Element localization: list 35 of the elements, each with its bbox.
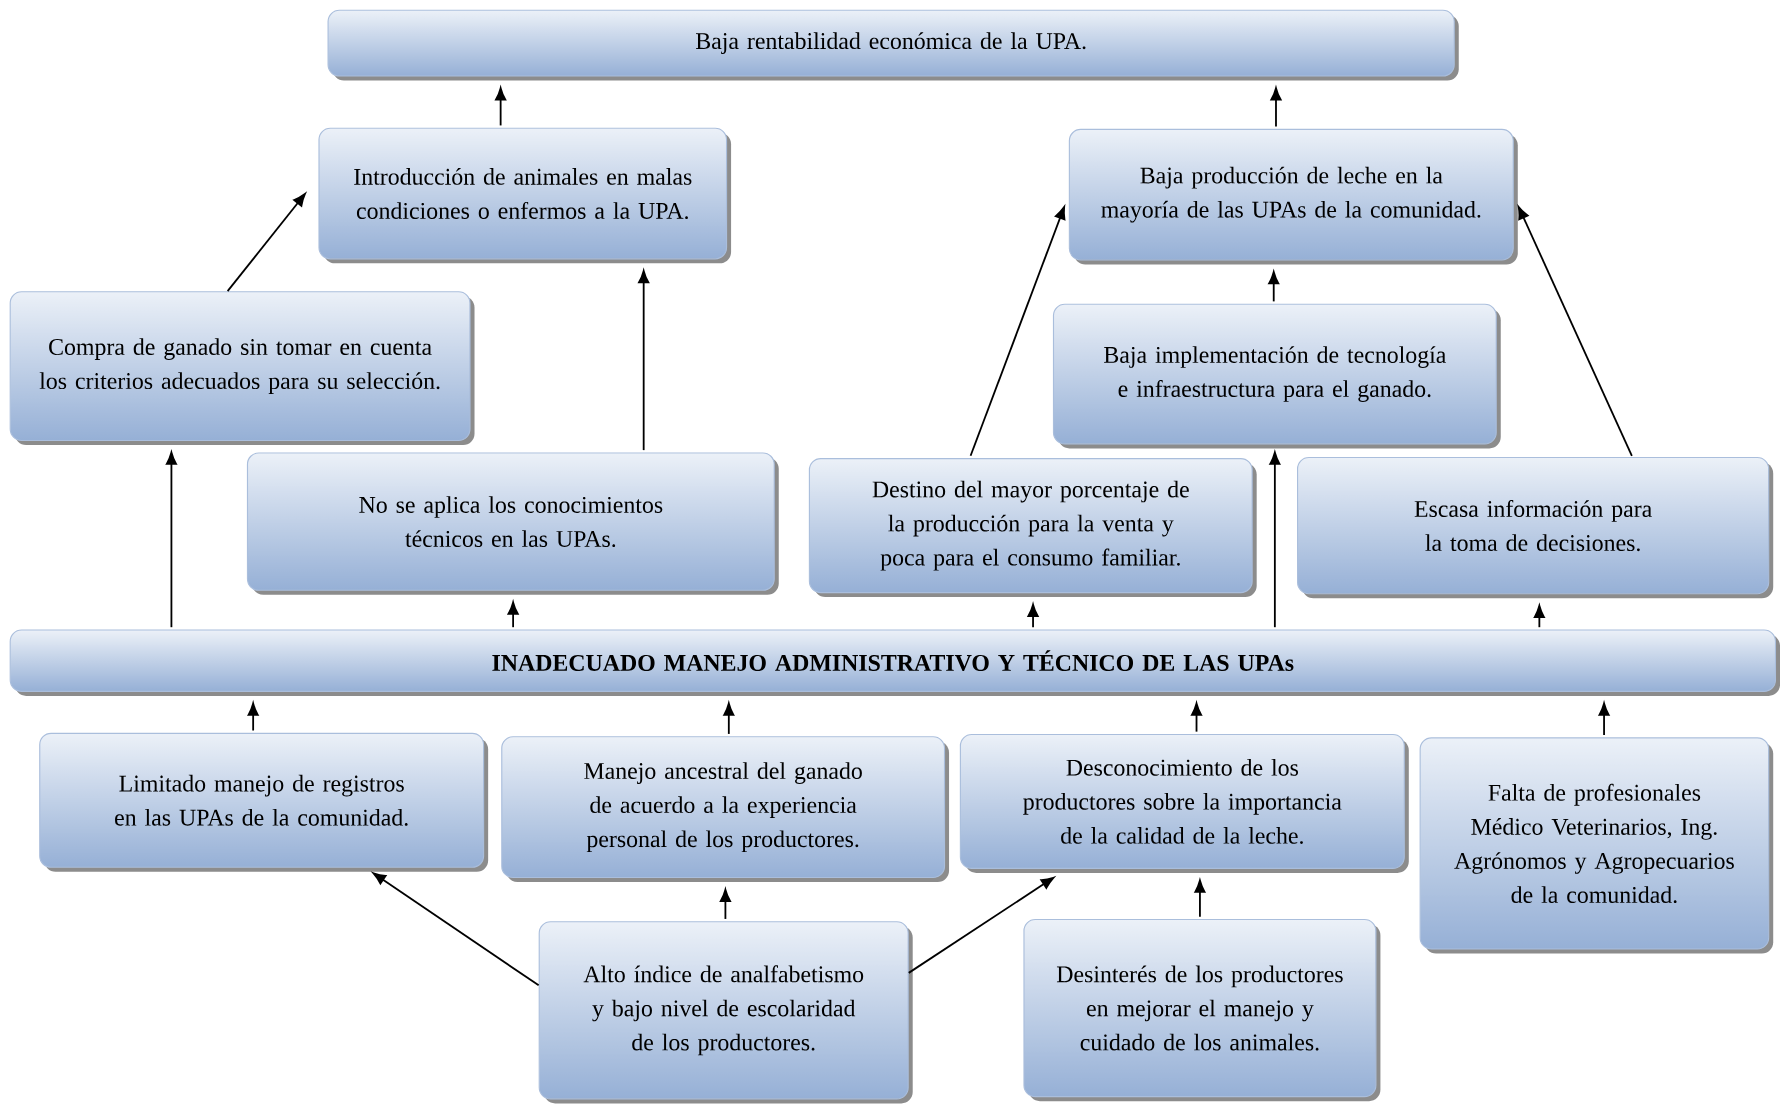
arrow [1533,605,1545,629]
process-box: Falta de profesionales Médico Veterinarios, Ing. Agrónomos y Agropecuarios de la comunidad. [1419,737,1774,954]
arrow [719,888,731,921]
arrow [1269,451,1281,629]
process-box: Baja implementación de tecnología e infraestructura para el ganado. [1052,303,1501,449]
arrow [495,87,507,127]
arrow [907,877,1055,974]
arrow [1194,879,1206,918]
process-box: Baja producción de leche en la mayoría de las UPAs de la comunidad. [1068,129,1518,265]
process-box: Baja rentabilidad económica de la UPA. [327,9,1459,81]
arrow [165,451,177,629]
arrow [969,206,1066,457]
arrow [507,601,519,629]
process-box: Escasa información para la toma de decisiones. [1297,457,1774,599]
arrow [1027,604,1039,629]
process-box: No se aplica los conocimientos técnicos en las UPAs. [246,452,779,596]
process-box: Manejo ancestral del ganado de acuerdo a la experiencia personal de los productores. [501,736,950,883]
arrow [247,702,259,732]
arrow [638,270,650,452]
process-box: Destino del mayor porcentaje de la producción para la venta y poca para el consumo familiar. [808,458,1257,598]
arrow [226,193,306,293]
process-box: Compra de ganado sin tomar en cuenta los criterios adecuados para su selección. [9,291,475,446]
arrow [723,702,735,736]
process-box: Alto índice de analfabetismo y bajo nivel de escolaridad de los productores. [538,921,913,1104]
process-box: Desconocimiento de los productores sobre la importancia de la calidad de la leche. [959,734,1409,874]
arrow [1270,87,1282,128]
arrow [1268,271,1280,303]
process-box: Introducción de animales en malas condiciones o enfermos a la UPA. [318,127,732,264]
arrow [1517,206,1633,457]
process-box: INADECUADO MANEJO ADMINISTRATIVO Y TÉCNICO DE LAS UPAs [9,629,1780,697]
process-box: Limitado manejo de registros en las UPAs de la comunidad. [39,733,489,873]
arrow [372,872,540,987]
arrow [1191,702,1203,733]
process-box: Desinterés de los productores en mejorar el manejo y cuidado de los animales. [1023,919,1381,1102]
arrow [1598,702,1610,737]
